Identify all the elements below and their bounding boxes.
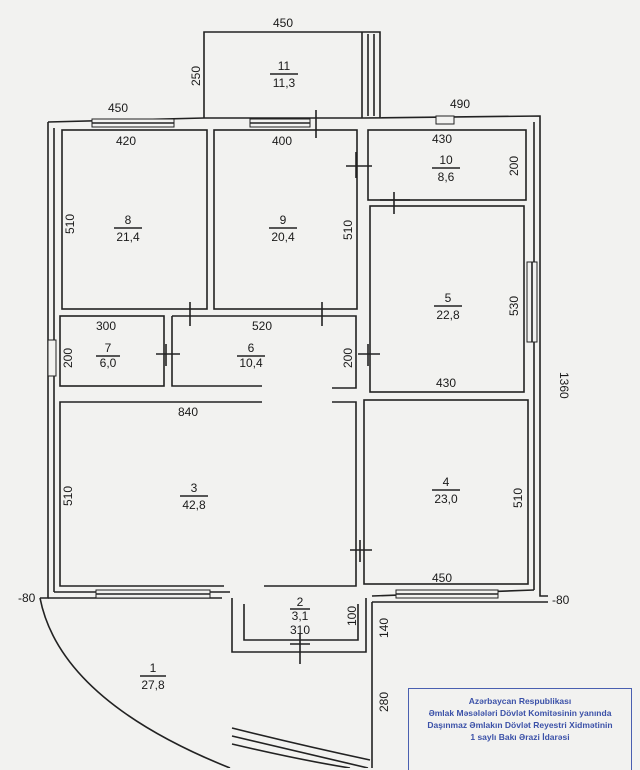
dim-label: 200: [507, 156, 521, 176]
room-area: 8,6: [438, 170, 455, 184]
dim-label: 450: [432, 571, 452, 585]
dim-label: 530: [507, 296, 521, 316]
room-area: 10,4: [239, 356, 263, 370]
room-area: 22,8: [436, 308, 460, 322]
dim-label: 520: [252, 319, 272, 333]
room-num: 1: [150, 661, 157, 675]
dim-label: 200: [61, 348, 75, 368]
room-8-walls: [61, 129, 208, 310]
room-num: 11: [278, 59, 291, 73]
balcony-11: [203, 31, 381, 118]
dim-label: 100: [345, 606, 359, 626]
room-num: 6: [248, 341, 255, 355]
room-area: 11,3: [273, 76, 296, 90]
dim-label: 140: [377, 618, 391, 638]
dim-label: 1360: [557, 372, 571, 399]
room-num: 4: [443, 475, 450, 489]
dim-label: 510: [341, 220, 355, 240]
dim-label: 490: [450, 97, 470, 111]
porch-1: [39, 597, 371, 768]
stamp-line: Daşınmaz Əmlakın Dövlət Reyestri Xidməti…: [427, 720, 613, 730]
dimension-labels: 450 250 450 490 420 400 430 200 510 510 …: [18, 16, 571, 712]
dim-label: 280: [377, 692, 391, 712]
room-num: 9: [280, 213, 287, 227]
room-num: 5: [445, 291, 452, 305]
room-5-walls: [369, 205, 525, 393]
dim-label: 450: [108, 101, 128, 115]
dim-label: 430: [432, 132, 452, 146]
dim-label: 510: [61, 486, 75, 506]
dim-label: 200: [341, 348, 355, 368]
room-labels: 1 27,8 2 3,1 3 42,8 4 23,0 5 22,8 6 10,4…: [96, 59, 462, 692]
room-area: 20,4: [271, 230, 295, 244]
dim-label: 840: [178, 405, 198, 419]
room-num: 3: [191, 481, 198, 495]
stamp-line: 1 saylı Bakı Ərazi İdarəsi: [470, 732, 570, 742]
room-num: 2: [297, 595, 304, 609]
dim-label: 250: [189, 66, 203, 86]
dim-label: 430: [436, 376, 456, 390]
dim-label: 400: [272, 134, 292, 148]
door-marks: [156, 110, 410, 664]
room-area: 6,0: [100, 356, 117, 370]
room-num: 8: [125, 213, 132, 227]
room-num: 10: [439, 153, 453, 167]
room-7-walls: [59, 315, 165, 387]
room-area: 21,4: [116, 230, 140, 244]
room-4-walls: [363, 399, 529, 585]
dim-label: -80: [18, 591, 36, 605]
room-area: 42,8: [182, 498, 206, 512]
dim-label: 420: [116, 134, 136, 148]
stamp-line: Azərbaycan Respublikası: [468, 696, 572, 706]
room-area: 3,1: [292, 609, 309, 623]
room-area: 27,8: [141, 678, 165, 692]
dim-label: 510: [63, 214, 77, 234]
room-6-walls: [171, 315, 357, 389]
dim-label: -80: [552, 593, 570, 607]
room-9-walls: [213, 129, 358, 310]
room-num: 7: [105, 341, 112, 355]
dim-label: 300: [96, 319, 116, 333]
dim-label: 450: [273, 16, 293, 30]
room-10-walls: [367, 129, 527, 201]
official-stamp: Azərbaycan Respublikası Əmlak Məsələləri…: [408, 688, 632, 770]
stamp-line: Əmlak Məsələləri Dövlət Komitəsinin yanı…: [428, 708, 612, 718]
room-area: 23,0: [434, 492, 458, 506]
dim-label: 510: [511, 488, 525, 508]
dim-label: 310: [290, 623, 310, 637]
windows: [47, 115, 538, 599]
room-3-walls: [59, 401, 357, 587]
room-2-walls: [231, 598, 373, 768]
